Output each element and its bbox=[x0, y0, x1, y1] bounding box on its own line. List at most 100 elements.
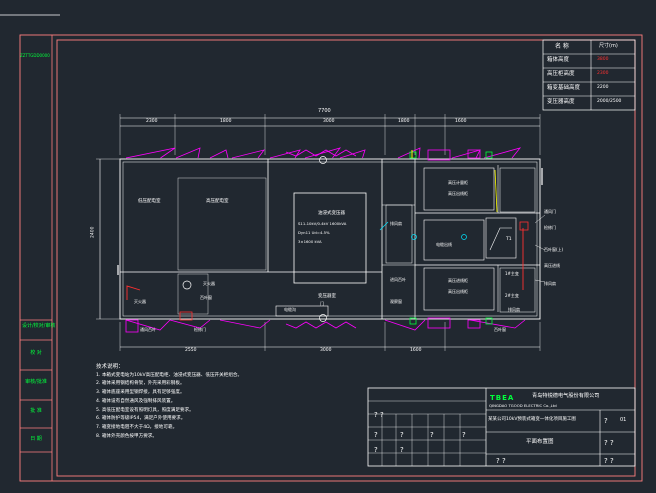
drawing-frame bbox=[0, 14, 643, 482]
bottom-label: 百叶窗 bbox=[494, 327, 506, 332]
leader bbox=[534, 279, 546, 283]
q-mark-9: ? bbox=[400, 446, 404, 454]
project-name: 某某公司10kV预装式箱变一体化项目施工图 bbox=[488, 417, 576, 422]
panel-label-b2: 高压出线柜 bbox=[448, 289, 468, 294]
spec-table-border bbox=[542, 39, 636, 111]
right-side-label: 百叶窗(上) bbox=[544, 247, 564, 252]
right-side-label: 排风扇 bbox=[544, 281, 556, 286]
note-line: 1. 本箱式变电站为10kV高压配电柜、油浸式变压器、低压开关柜组合。 bbox=[96, 372, 243, 378]
right-upper-box bbox=[499, 167, 536, 213]
panel-label-c: 高压进线柜 bbox=[448, 278, 468, 283]
tx-slash bbox=[489, 227, 512, 251]
red-marker bbox=[519, 221, 529, 231]
vent-zigzag-bottom bbox=[219, 319, 271, 329]
floor-plan bbox=[96, 114, 546, 351]
room-label-low-voltage: 低压配电室 bbox=[138, 199, 161, 204]
transformer-label: 变压器室 bbox=[318, 294, 336, 299]
bottom-label: 通风百叶 bbox=[140, 327, 156, 332]
vent-zigzag bbox=[209, 149, 229, 159]
right-side-label: 高压进线 bbox=[544, 263, 560, 268]
dim-top-label: 3000 bbox=[323, 119, 335, 124]
spec-row-value: 2000/2500 bbox=[597, 99, 622, 104]
left-strip-top-text: ZZTTGDD0000 bbox=[20, 53, 50, 58]
drawing-code: 01 bbox=[620, 417, 627, 423]
green-door-marker bbox=[485, 317, 493, 325]
panel-upper bbox=[423, 167, 495, 211]
door-red-mark bbox=[126, 285, 141, 300]
dim-bottom-label: 3000 bbox=[320, 348, 332, 353]
q-mark-3: ? ? bbox=[604, 457, 614, 465]
note-line: 7. 箱变接地电阻不大于4Ω，接地可靠。 bbox=[96, 425, 178, 431]
right-upper-label: 1#主变 bbox=[505, 271, 519, 276]
panel-middle bbox=[423, 219, 485, 261]
magenta-panel bbox=[467, 319, 481, 329]
right-lower-box bbox=[499, 267, 536, 313]
q-mark-8: ? bbox=[400, 431, 404, 439]
vent-zigzag bbox=[339, 149, 366, 159]
dim-left-label: 2400 bbox=[90, 226, 96, 238]
magenta-panel bbox=[427, 149, 451, 161]
note-line: 3. 箱体底座采用型钢焊接，具有足够强度。 bbox=[96, 390, 185, 396]
vent-zigzag bbox=[125, 147, 176, 159]
green-door-marker bbox=[485, 151, 493, 159]
green-door-marker bbox=[409, 317, 417, 325]
vent-zigzag bbox=[269, 149, 301, 159]
note-line: 8. 箱体外壳颜色按甲方要求。 bbox=[96, 433, 157, 439]
yellow-marker bbox=[494, 169, 498, 213]
q-mark-5: ? ? bbox=[374, 411, 384, 419]
q-mark-2: ? ? bbox=[604, 439, 614, 447]
vent-zigzag-bottom bbox=[169, 319, 211, 329]
right-side-label: 检修门 bbox=[544, 225, 556, 230]
inner-border bbox=[56, 39, 636, 477]
vent-zigzag bbox=[397, 147, 421, 159]
q-mark-4: ? ? bbox=[496, 457, 506, 465]
magenta-panel bbox=[467, 149, 481, 159]
light-icon bbox=[182, 280, 192, 290]
vent-zigzag-bottom bbox=[384, 319, 426, 331]
vent-zigzag-bottom bbox=[469, 319, 526, 329]
spec-header-name: 名 称 bbox=[555, 43, 569, 50]
louver-bottom bbox=[285, 321, 357, 329]
exhaust-fan-label: 排风扇 bbox=[390, 221, 402, 226]
transformer-box bbox=[293, 192, 367, 284]
left-strip-label: 审核/批准 bbox=[25, 379, 47, 385]
lower-left-box bbox=[177, 273, 209, 315]
transformer-spec-line: S11-10kV/0.4kV 1600kVA bbox=[298, 221, 347, 226]
company-name-en: QINGDAO TGOOD ELECTRIC Co.,Ltd bbox=[489, 403, 557, 408]
note-line: 2. 箱体采用钢结构骨架，外壳采用彩钢板。 bbox=[96, 381, 185, 387]
magenta-panel-left bbox=[125, 319, 139, 333]
right-fan-label: 排风扇 bbox=[508, 307, 520, 312]
spec-row-value: 2200 bbox=[597, 85, 609, 90]
vent-zigzag bbox=[483, 147, 522, 159]
note-line: 5. 高低压配电室设有照明灯具，照度满足要求。 bbox=[96, 407, 194, 413]
q-mark-7: ? bbox=[374, 446, 378, 454]
vent-zigzag bbox=[175, 147, 201, 159]
dim-bottom-label: 1600 bbox=[410, 348, 422, 353]
tx-box bbox=[485, 217, 517, 259]
left-strip-label: 批 准 bbox=[30, 408, 42, 414]
dim-overall-label: 7700 bbox=[318, 108, 331, 114]
note-line: 6. 箱体防护等级IP54，满足户外使用要求。 bbox=[96, 416, 186, 422]
cable-box-label: 电缆出线 bbox=[436, 242, 452, 247]
cable-trench-label: 电缆沟 bbox=[284, 307, 296, 312]
company-name: 青岛特锐德电气股份有限公司 bbox=[532, 393, 600, 399]
vent-zigzag bbox=[231, 149, 265, 159]
q-mark-10: ? bbox=[430, 431, 434, 439]
dim-top-label: 2300 bbox=[146, 119, 158, 124]
bottom-label: 检修门 bbox=[194, 327, 206, 332]
note-line: 4. 箱体设有自然通风及强制排风装置。 bbox=[96, 398, 176, 404]
technical-notes: 技术说明： 1. 本箱式变电站为10kV高压配电柜、油浸式变压器、低压开关柜组合… bbox=[96, 364, 243, 444]
center-strip bbox=[385, 204, 413, 264]
transformer-spec-line: Dyn11 Ud=4.5% bbox=[298, 230, 330, 235]
left-fire-label: 灭火器 bbox=[134, 299, 146, 304]
leader bbox=[534, 214, 546, 224]
cyan-leader bbox=[379, 221, 389, 231]
dim-top-label: 1600 bbox=[455, 119, 467, 124]
spec-row-value: 2300 bbox=[597, 71, 609, 76]
red-marker-bottom bbox=[179, 311, 193, 321]
vent-zigzag bbox=[451, 149, 481, 159]
fire-label: 灭火器 bbox=[203, 281, 215, 286]
q-mark-11: ? bbox=[462, 431, 466, 439]
transformer-spec-line: 3×1600 kVA bbox=[298, 239, 322, 244]
spec-header-value: 尺寸(m) bbox=[599, 43, 618, 49]
